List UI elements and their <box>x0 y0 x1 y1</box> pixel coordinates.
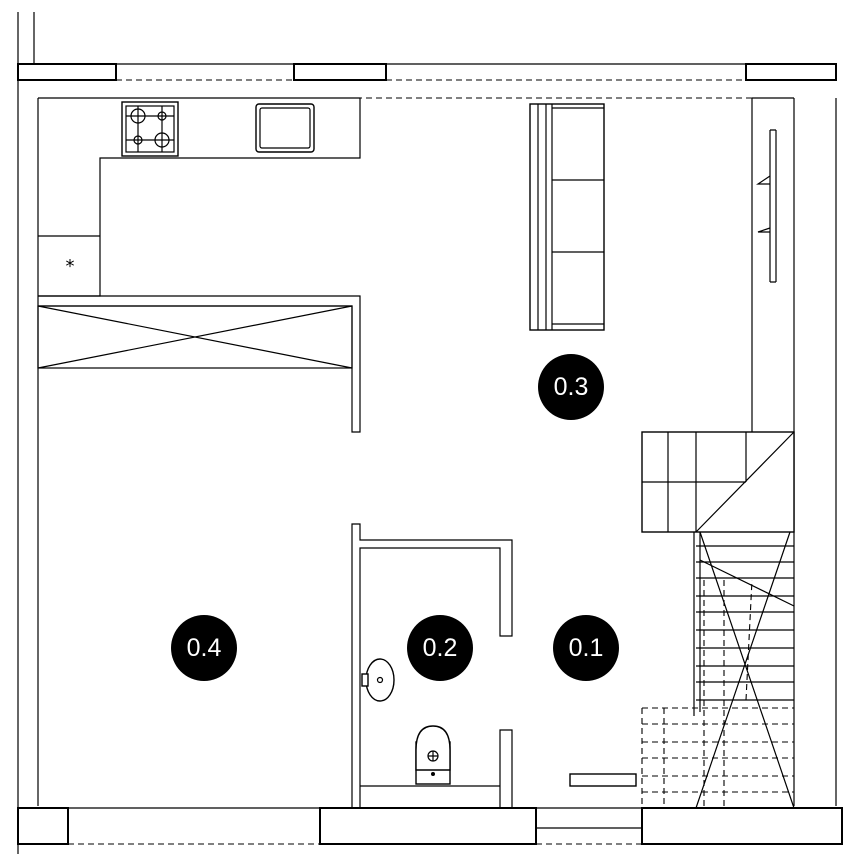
top-wall-right <box>745 63 837 81</box>
kitchen: * <box>38 97 361 297</box>
room-marker-0-3: 0.3 <box>538 354 604 420</box>
stair-under-dash <box>641 580 725 808</box>
armchair-icon <box>641 431 795 533</box>
wardrobe-wall <box>38 295 361 433</box>
exterior-walls <box>17 12 843 854</box>
wardrobe <box>37 295 361 433</box>
top-wall-left <box>17 63 117 81</box>
wardrobe-box <box>37 305 353 369</box>
bottom-wall-mid <box>319 807 537 845</box>
cooktop-icon <box>121 101 179 157</box>
stair-rail <box>693 532 701 716</box>
fridge-mark: * <box>66 256 75 277</box>
toilet-icon <box>415 725 451 785</box>
room-marker-0-2: 0.2 <box>407 615 473 681</box>
bottom-wall-left <box>17 807 69 845</box>
bathroom-wall-lower <box>499 729 513 809</box>
bathroom-wall <box>351 523 513 809</box>
room-label-0-1: 0.1 <box>569 634 604 662</box>
room-label-0-3: 0.3 <box>554 373 589 401</box>
room-marker-0-1: 0.1 <box>553 615 619 681</box>
left-wall-outer <box>17 12 116 854</box>
top-wall-mid <box>293 63 387 81</box>
wardrobe-cross <box>37 305 353 369</box>
kitchen-sink-icon <box>255 103 315 153</box>
washbasin-icon <box>361 658 395 702</box>
bathroom <box>351 523 513 809</box>
sofa-icon <box>529 103 605 331</box>
doormat <box>569 773 637 787</box>
room-label-0-4: 0.4 <box>187 634 222 662</box>
stair-cross <box>695 531 795 809</box>
stair-arrow-line <box>745 579 753 701</box>
stair-lower-dash <box>642 707 794 793</box>
staircase <box>641 531 795 809</box>
bottom-wall-right <box>641 807 843 845</box>
stair-treads <box>696 545 794 701</box>
tv-icon <box>756 129 777 283</box>
room-marker-0-4: 0.4 <box>171 615 237 681</box>
room-label-0-2: 0.2 <box>423 634 458 662</box>
